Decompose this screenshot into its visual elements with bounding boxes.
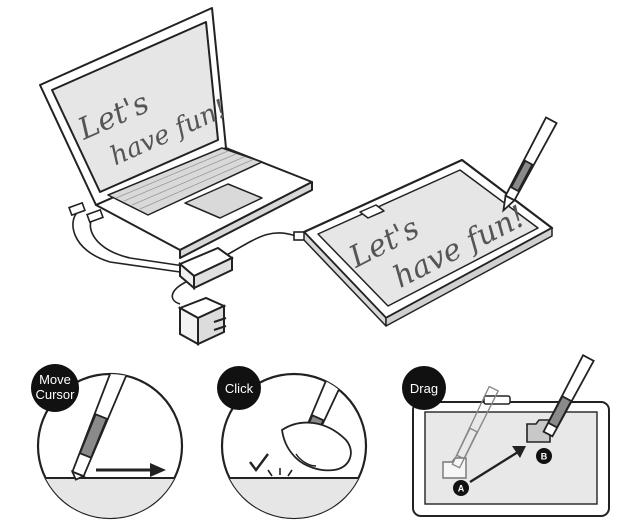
drag-arrow-line: [469, 450, 519, 484]
laptop-trackpad: [184, 183, 263, 219]
label-click: Click: [225, 381, 254, 396]
pen-drag: [542, 354, 595, 438]
usb-hub: [178, 246, 234, 291]
marker-b: [536, 448, 552, 464]
pen-drag-ghost: [451, 385, 500, 469]
folder-ghost-icon: [442, 457, 467, 479]
pen-display: [302, 158, 554, 327]
label-move-line2: Cursor: [35, 387, 75, 402]
drag-tablet-screen: [424, 411, 598, 505]
label-move-line1: Move: [39, 372, 71, 387]
label-drag: Drag: [410, 381, 438, 396]
tablet-button: [359, 204, 385, 219]
move-arrow-head: [150, 463, 166, 477]
laptop: [39, 7, 313, 259]
panel-drag: A B Drag: [402, 354, 610, 517]
power-adapter: [177, 296, 227, 346]
marker-a: [453, 480, 469, 496]
laptop-screen: [51, 21, 219, 193]
badge-move: [31, 364, 79, 412]
cable-laptop-1: [72, 211, 181, 273]
drag-tablet-button: [483, 395, 511, 405]
cable-to-power: [171, 281, 187, 305]
laptop-keyboard: [107, 147, 263, 216]
keyboard-keys: [115, 150, 253, 210]
pen-move: [70, 374, 131, 481]
marker-b-label: B: [541, 452, 548, 462]
panel-move-cursor: Move Cursor: [31, 364, 184, 520]
badge-drag: [402, 366, 446, 410]
laptop-plugs: [68, 201, 104, 224]
checkmark-icon: [249, 453, 269, 472]
drag-arrow-head: [512, 446, 526, 458]
laptop-base-edge: [179, 181, 313, 259]
panel-click: Click: [217, 366, 368, 520]
marker-a-label: A: [458, 484, 465, 494]
tap-marks: [267, 468, 293, 477]
pen-on-tablet: [502, 116, 558, 213]
tablet-screen: [317, 169, 539, 307]
badge-click: [217, 366, 261, 410]
cable-to-tablet: [224, 232, 297, 257]
